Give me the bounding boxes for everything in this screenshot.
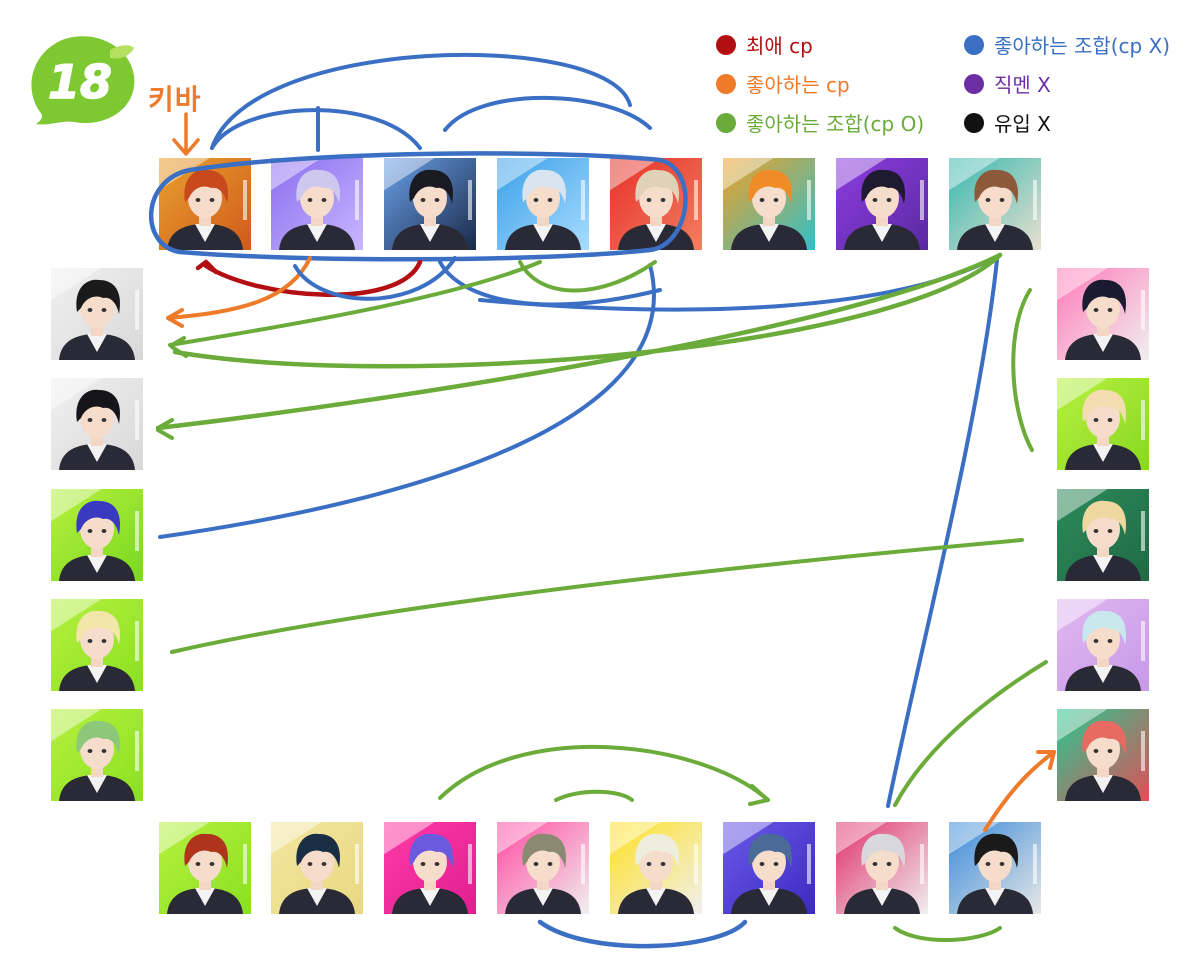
curve-green-bottom-arc-arrowhead (748, 784, 770, 806)
portrait-bottom-7 (836, 822, 928, 914)
legend-label: 좋아하는 조합(cp X) (994, 34, 1171, 58)
portrait-bottom-1 (159, 822, 251, 914)
curve-liked-cp (166, 256, 312, 320)
legend-dot-icon (964, 112, 984, 133)
portrait-top-7 (836, 158, 928, 250)
curve-top-arc-large (210, 52, 632, 150)
legend-dot-icon (716, 34, 736, 55)
portrait-top-8 (949, 158, 1041, 250)
curve-layer (148, 52, 1056, 949)
logo-18-badge: 18 (31, 36, 135, 125)
portrait-bottom-8 (949, 822, 1041, 914)
curve-green-left-4-right-3 (170, 538, 1024, 654)
portrait-left-1 (51, 268, 143, 360)
legend-item-no-direct-mention: 직멘 X (964, 69, 1051, 98)
portrait-right-2 (1057, 378, 1149, 470)
portrait-left-5 (51, 709, 143, 801)
portrait-top-3 (384, 158, 476, 250)
portrait-layer (51, 158, 1149, 914)
curve-top-group-enclosure (148, 151, 688, 262)
portrait-left-4 (51, 599, 143, 691)
portrait-bottom-5 (610, 822, 702, 914)
legend-item-combo-cp-x: 좋아하는 조합(cp X) (964, 30, 1170, 59)
curve-green-arrowhead-left-2 (156, 418, 174, 440)
portrait-top-1 (159, 158, 251, 250)
annotation-arrow-icon (172, 112, 200, 156)
legend-dot-icon (964, 73, 984, 94)
curve-favorite-cp-arrowhead (195, 259, 219, 275)
legend-label: 유입 X (994, 112, 1051, 136)
curve-liked-cp-bottom-right (983, 750, 1056, 832)
legend-dot-icon (716, 112, 736, 133)
portrait-right-5 (1057, 709, 1149, 801)
portrait-bottom-6 (723, 822, 815, 914)
portrait-bottom-3 (384, 822, 476, 914)
legend-label: 최애 cp (746, 34, 813, 58)
legend-label: 직멘 X (994, 73, 1051, 97)
curve-green-arrowhead-left-1 (170, 336, 188, 358)
curve-green-to-left-1 (168, 260, 542, 347)
logo-text: 18 (48, 55, 112, 109)
curve-blue-to-left-3 (158, 263, 656, 539)
portrait-left-2 (51, 378, 143, 470)
portrait-bottom-2 (271, 822, 363, 914)
curve-blue-from-top-8 (478, 253, 1002, 312)
logo-leaf-icon (110, 45, 134, 59)
curve-top-arc-left (210, 108, 422, 150)
curve-green-bottom-7-8 (893, 926, 1002, 943)
legend-dot-icon (964, 34, 984, 55)
portrait-bottom-4 (497, 822, 589, 914)
legend-item-liked-cp: 좋아하는 cp (716, 69, 850, 98)
legend-label: 좋아하는 cp (746, 73, 850, 97)
legend-label: 좋아하는 조합(cp O) (746, 112, 925, 136)
curve-green-bottom-arc (438, 744, 770, 802)
curve-blue-to-bottom-7 (886, 258, 999, 808)
curve-top-arc-right (443, 95, 652, 132)
curve-green-bottom-small (554, 789, 634, 802)
portrait-top-2 (271, 158, 363, 250)
curve-green-top-to-left-2 (155, 252, 1003, 431)
annotation-label: 키바 (148, 83, 202, 116)
portrait-right-4 (1057, 599, 1149, 691)
curve-blue-bottom-1 (293, 256, 457, 301)
curve-liked-cp-arrowhead (166, 308, 184, 328)
curve-green-top-1 (518, 260, 657, 293)
legend-dot-icon (716, 73, 736, 94)
curve-liked-cp-bottom-right-arrowhead (1036, 750, 1056, 770)
curve-green-right-1-2 (1011, 288, 1034, 452)
curve-blue-bottom-4-6 (537, 919, 748, 949)
portrait-top-6 (723, 158, 815, 250)
logo-badge-shape (31, 36, 135, 125)
legend-item-not-a-fan: 유입 X (964, 108, 1051, 137)
portrait-top-4 (497, 158, 589, 250)
portrait-top-5 (610, 158, 702, 250)
legend-item-favorite-cp: 최애 cp (716, 30, 813, 59)
legend-item-combo-cp-o: 좋아하는 조합(cp O) (716, 108, 924, 137)
curve-green-bottom-7-right-4 (893, 660, 1048, 807)
portrait-right-1 (1057, 268, 1149, 360)
portrait-left-3 (51, 489, 143, 581)
curve-favorite-cp (203, 259, 423, 298)
portrait-right-3 (1057, 489, 1149, 581)
